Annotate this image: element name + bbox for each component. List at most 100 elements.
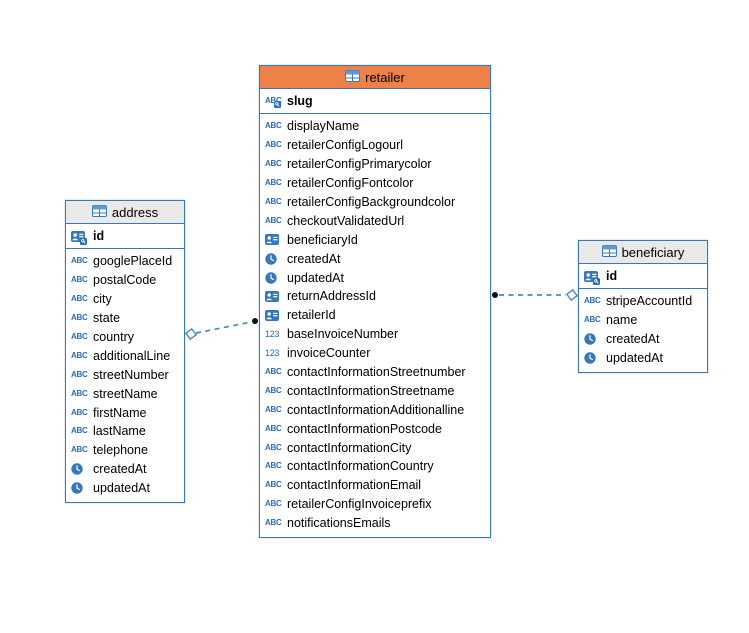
table-header[interactable]: beneficiary <box>579 241 707 264</box>
datetime-icon <box>265 271 283 284</box>
key-fields-section: ABC slug <box>260 89 490 114</box>
column-row[interactable]: ABC notificationsEmails <box>260 514 490 533</box>
column-row[interactable]: ABC stripeAccountId <box>579 292 707 311</box>
column-row[interactable]: ABC contactInformationCountry <box>260 457 490 476</box>
entity-table-beneficiary[interactable]: beneficiary id ABC stripeAccountId ABC n… <box>578 240 708 373</box>
table-header[interactable]: address <box>66 201 184 224</box>
column-row[interactable]: ABC streetName <box>66 384 184 403</box>
column-name: state <box>93 311 121 326</box>
column-row[interactable]: ABC postalCode <box>66 271 184 290</box>
table-header[interactable]: retailer <box>260 66 490 89</box>
column-name: retailerConfigPrimarycolor <box>287 157 432 172</box>
column-name: contactInformationStreetnumber <box>287 365 466 380</box>
reference-key-icon <box>71 230 89 245</box>
reference-icon <box>265 309 283 321</box>
string-icon: ABC <box>71 313 88 323</box>
relationship-retailer-beneficiary[interactable] <box>492 288 579 302</box>
column-row[interactable]: updatedAt <box>579 349 707 368</box>
column-row[interactable]: 123 baseInvoiceNumber <box>260 325 490 344</box>
column-row[interactable]: ABC retailerConfigFontcolor <box>260 174 490 193</box>
string-icon: ABC <box>71 426 88 436</box>
column-name: city <box>93 292 112 307</box>
column-row[interactable]: createdAt <box>66 460 184 479</box>
relationship-diamond-endpoint <box>184 327 198 341</box>
column-row[interactable]: createdAt <box>260 249 490 268</box>
column-row[interactable]: ABC retailerConfigBackgroundcolor <box>260 193 490 212</box>
column-name: stripeAccountId <box>606 294 693 309</box>
string-icon: ABC <box>265 140 282 150</box>
key-fields-section: id <box>579 264 707 289</box>
column-name: displayName <box>287 119 360 134</box>
column-row[interactable]: ABC googlePlaceId <box>66 252 184 271</box>
string-icon: ABC <box>265 499 282 509</box>
string-icon: ABC <box>71 369 88 379</box>
column-name: retailerConfigInvoiceprefix <box>287 497 432 512</box>
column-row[interactable]: ABC city <box>66 290 184 309</box>
datetime-icon <box>584 352 602 364</box>
column-name: contactInformationStreetname <box>287 383 455 398</box>
string-key-icon: ABC <box>265 97 283 108</box>
column-name: contactInformationPostcode <box>287 421 442 436</box>
relationship-dot-endpoint <box>252 318 258 324</box>
relationship-line[interactable] <box>195 321 252 334</box>
column-row[interactable]: createdAt <box>579 330 707 349</box>
string-icon: ABC <box>584 315 601 325</box>
column-row[interactable]: returnAddressId <box>260 287 490 306</box>
column-row[interactable]: retailerId <box>260 306 490 325</box>
column-row[interactable]: ABC contactInformationAdditionalline <box>260 400 490 419</box>
column-row[interactable]: updatedAt <box>66 479 184 498</box>
column-row[interactable]: ABC firstName <box>66 403 184 422</box>
column-row[interactable]: ABC checkoutValidatedUrl <box>260 211 490 230</box>
column-name: updatedAt <box>287 270 344 285</box>
column-name: updatedAt <box>606 351 663 366</box>
column-row[interactable]: ABC contactInformationCity <box>260 438 490 457</box>
string-icon: ABC <box>265 178 282 188</box>
column-row[interactable]: ABC streetNumber <box>66 365 184 384</box>
relationship-address-retailer[interactable] <box>184 318 258 341</box>
entity-table-address[interactable]: address id ABC googlePlaceId ABC postalC… <box>65 200 185 503</box>
column-name: beneficiaryId <box>287 232 358 247</box>
column-row[interactable]: ABC contactInformationStreetnumber <box>260 363 490 382</box>
column-row[interactable]: id <box>579 266 707 286</box>
column-name: googlePlaceId <box>93 254 173 269</box>
column-name: updatedAt <box>93 481 150 496</box>
column-row[interactable]: ABC state <box>66 309 184 328</box>
column-row[interactable]: ABC additionalLine <box>66 346 184 365</box>
column-row[interactable]: id <box>66 226 184 246</box>
fields-section: ABC googlePlaceId ABC postalCode ABC cit… <box>66 249 184 502</box>
column-row[interactable]: ABC lastName <box>66 422 184 441</box>
string-icon: ABC <box>71 275 88 285</box>
column-name: contactInformationAdditionalline <box>287 402 465 417</box>
column-row[interactable]: ABC retailerConfigPrimarycolor <box>260 155 490 174</box>
column-name: returnAddressId <box>287 289 376 304</box>
datetime-icon <box>265 252 283 265</box>
column-row[interactable]: updatedAt <box>260 268 490 287</box>
column-row[interactable]: 123 invoiceCounter <box>260 344 490 363</box>
table-icon <box>345 69 361 85</box>
column-row[interactable]: ABC slug <box>260 91 490 111</box>
column-row[interactable]: ABC name <box>579 311 707 330</box>
column-name: checkoutValidatedUrl <box>287 213 405 228</box>
column-row[interactable]: beneficiaryId <box>260 230 490 249</box>
column-row[interactable]: ABC retailerConfigLogourl <box>260 136 490 155</box>
string-icon: ABC <box>71 445 88 455</box>
column-name: firstName <box>93 405 147 420</box>
string-icon: ABC <box>265 423 282 433</box>
column-name: contactInformationCountry <box>287 459 434 474</box>
string-icon: ABC <box>584 296 601 306</box>
column-row[interactable]: ABC retailerConfigInvoiceprefix <box>260 495 490 514</box>
column-row[interactable]: ABC displayName <box>260 117 490 136</box>
reference-icon <box>265 290 283 302</box>
column-row[interactable]: ABC country <box>66 328 184 347</box>
entity-table-retailer[interactable]: retailer ABC slug ABC displayName ABC re… <box>259 65 491 538</box>
column-row[interactable]: ABC contactInformationStreetname <box>260 381 490 400</box>
column-name: slug <box>287 94 313 108</box>
column-name: name <box>606 313 638 328</box>
column-row[interactable]: ABC contactInformationEmail <box>260 476 490 495</box>
string-icon: ABC <box>265 461 282 471</box>
column-row[interactable]: ABC telephone <box>66 441 184 460</box>
column-name: notificationsEmails <box>287 516 391 531</box>
column-row[interactable]: ABC contactInformationPostcode <box>260 419 490 438</box>
string-icon: ABC <box>265 385 282 395</box>
string-icon: ABC <box>265 367 282 377</box>
